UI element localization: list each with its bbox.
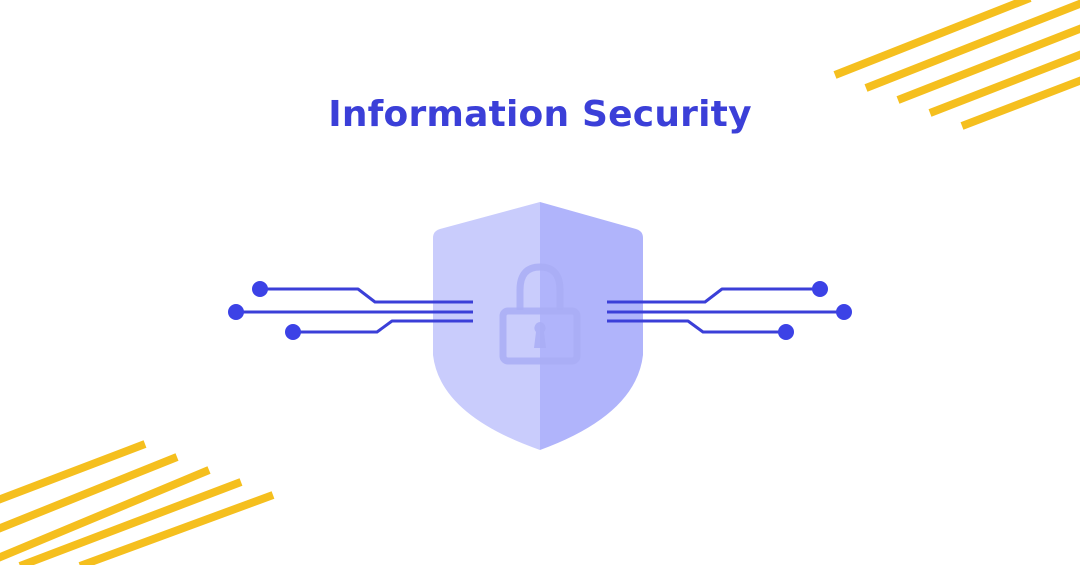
padlock-icon [499, 263, 581, 365]
circuit-lines-right [607, 287, 844, 334]
shield-icon [433, 202, 643, 450]
circuit-dots-left [228, 281, 301, 340]
decorative-stripes-top-right [833, 0, 1080, 130]
decorative-stripes-bottom-left [0, 440, 275, 565]
keyhole-icon [534, 322, 546, 348]
page-title: Information Security [328, 94, 752, 135]
circuit-dots-right [778, 281, 852, 340]
